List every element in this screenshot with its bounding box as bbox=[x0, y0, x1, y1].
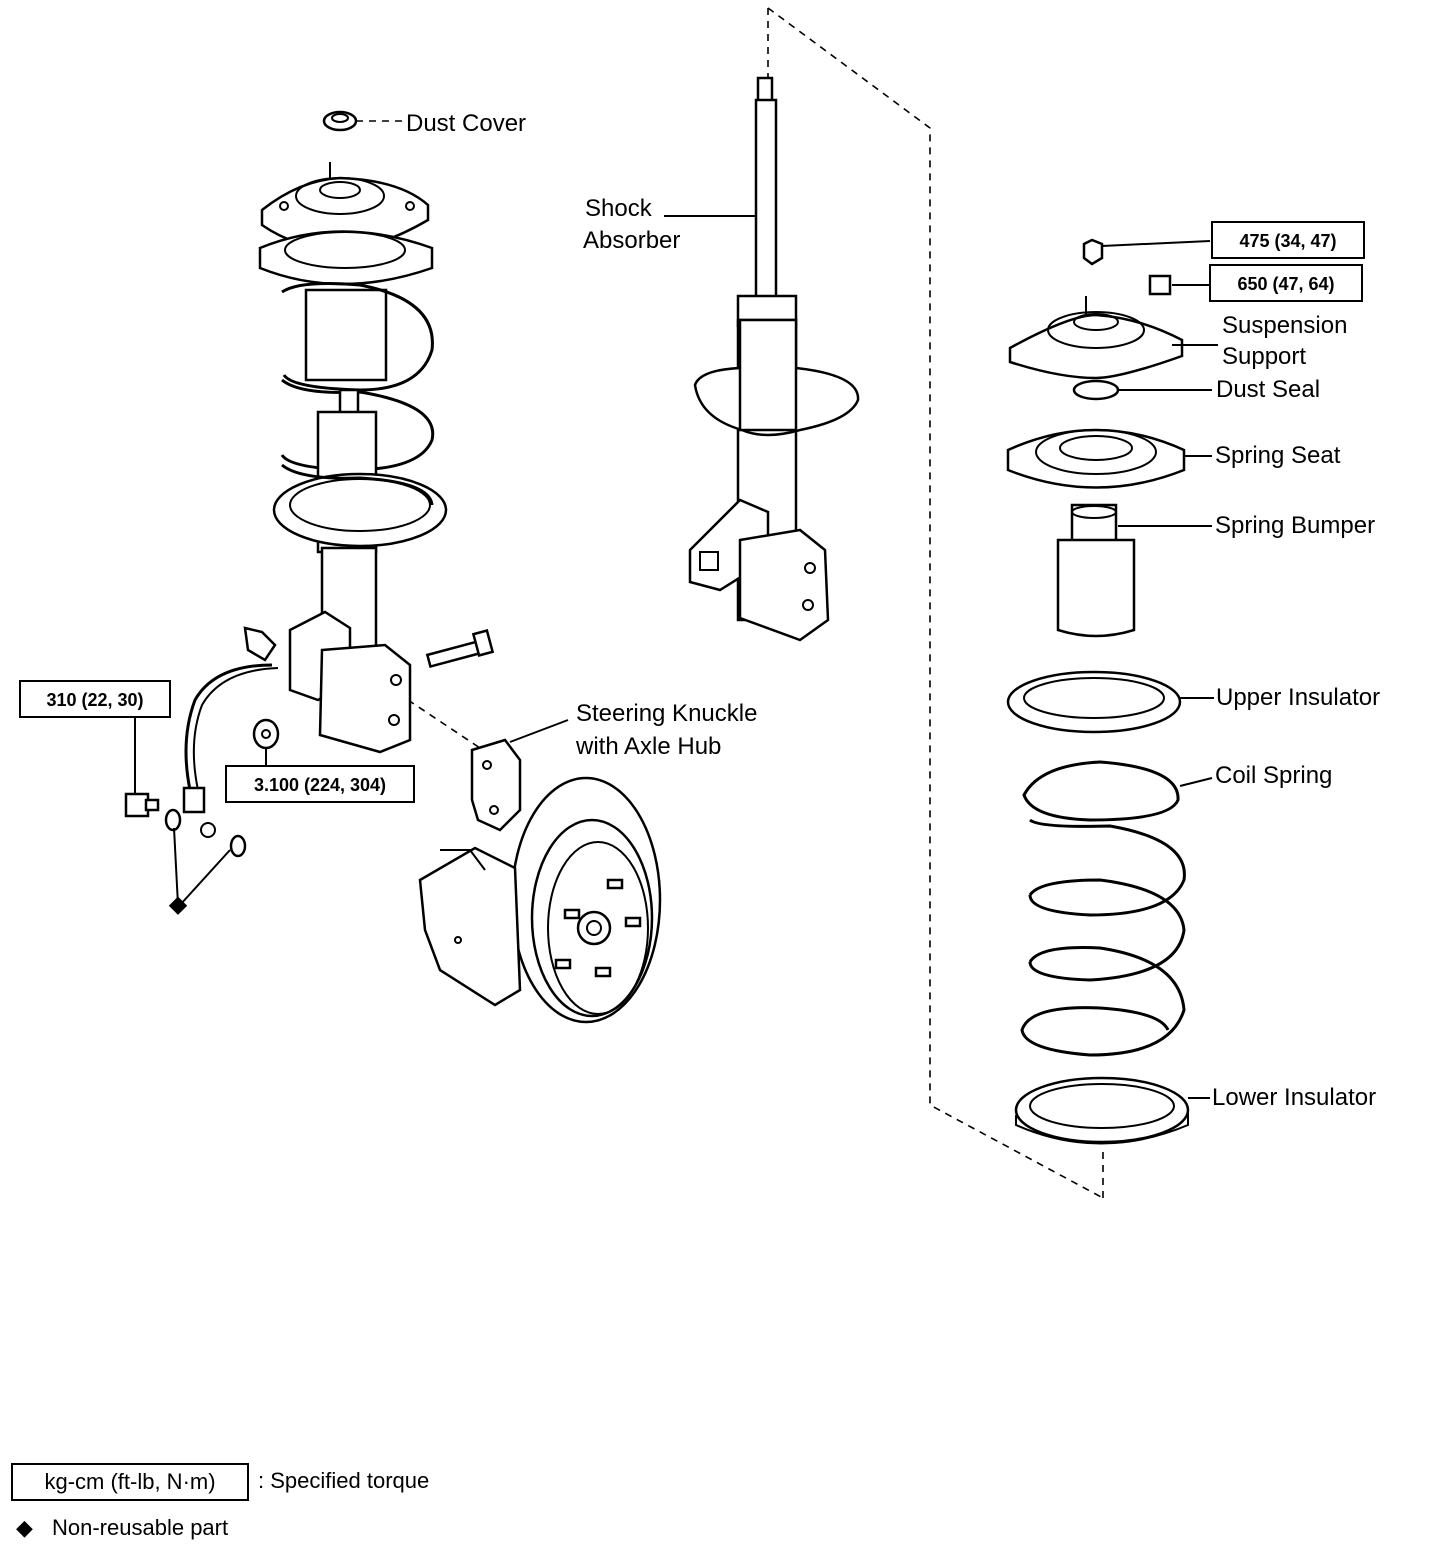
torque-box-nut-top: 475 (34, 47) bbox=[1211, 221, 1365, 259]
torque-value: 3.100 (224, 304) bbox=[254, 775, 386, 795]
nut-650-part bbox=[1148, 274, 1172, 296]
label-shock-absorber-line2: Absorber bbox=[583, 227, 680, 254]
label-dust-seal: Dust Seal bbox=[1216, 376, 1320, 403]
torque-box-hose-bolt: 310 (22, 30) bbox=[19, 680, 171, 718]
dust-cover-part bbox=[322, 110, 358, 132]
legend-nonreusable-icon: ◆ bbox=[16, 1515, 33, 1540]
explode-guide-lines bbox=[407, 7, 1104, 1199]
coil-spring-part bbox=[1020, 760, 1186, 1057]
label-steering-knuckle-line1: Steering Knuckle bbox=[576, 700, 757, 727]
label-shock-absorber-line1: Shock bbox=[585, 195, 653, 222]
label-upper-insulator: Upper Insulator bbox=[1216, 684, 1380, 711]
label-lower-insulator: Lower Insulator bbox=[1212, 1084, 1376, 1111]
suspension-support-part bbox=[1008, 296, 1184, 380]
nonreusable-marker-icon bbox=[168, 896, 188, 915]
knuckle-nut-part bbox=[252, 718, 280, 750]
label-dust-cover: Dust Cover bbox=[406, 110, 526, 137]
label-spring-bumper: Spring Bumper bbox=[1215, 512, 1375, 539]
label-steering-knuckle-line2: with Axle Hub bbox=[575, 733, 721, 760]
lower-insulator-part bbox=[1014, 1076, 1190, 1145]
torque-box-nut-support: 650 (47, 64) bbox=[1209, 264, 1363, 302]
label-coil-spring: Coil Spring bbox=[1215, 762, 1332, 789]
spring-seat-part bbox=[1006, 428, 1186, 489]
nut-475-part bbox=[1082, 238, 1104, 266]
legend-nonreusable-description: Non-reusable part bbox=[52, 1515, 228, 1540]
torque-value: 475 (34, 47) bbox=[1239, 231, 1336, 251]
torque-box-knuckle-nut: 3.100 (224, 304) bbox=[225, 765, 415, 803]
gasket-2 bbox=[229, 834, 247, 858]
legend-torque-units: kg-cm (ft-lb, N·m) bbox=[44, 1469, 215, 1494]
torque-value: 310 (22, 30) bbox=[46, 690, 143, 710]
legend-torque-description: : Specified torque bbox=[258, 1468, 429, 1493]
hose-bolt-part bbox=[124, 792, 160, 818]
leader-lines bbox=[134, 120, 1218, 1099]
shock-absorber-part bbox=[688, 76, 860, 642]
assembled-strut bbox=[124, 110, 495, 915]
label-suspension-support-line1: Suspension bbox=[1222, 312, 1347, 339]
knuckle-bolt bbox=[425, 629, 495, 669]
steering-knuckle-part bbox=[418, 738, 662, 1024]
upper-insulator-part bbox=[1006, 670, 1182, 734]
label-spring-seat: Spring Seat bbox=[1215, 442, 1341, 469]
label-suspension-support-line2: Support bbox=[1222, 343, 1306, 370]
legend: kg-cm (ft-lb, N·m) : Specified torque ◆ … bbox=[11, 1463, 429, 1540]
torque-value: 650 (47, 64) bbox=[1237, 274, 1334, 294]
dust-seal-part bbox=[1072, 379, 1120, 401]
gasket-1 bbox=[164, 808, 182, 832]
spring-bumper-part bbox=[1056, 503, 1136, 638]
